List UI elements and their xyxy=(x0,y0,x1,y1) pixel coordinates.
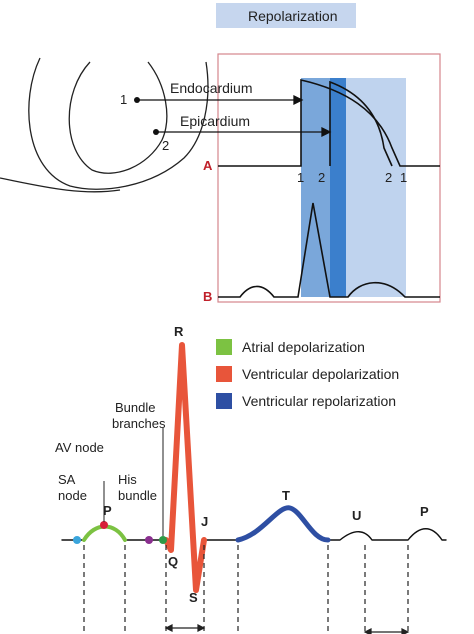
ecg-interval-dashed-lines xyxy=(83,545,409,634)
wave-label-p: P xyxy=(103,503,112,518)
t-wave-segment xyxy=(235,505,331,543)
bundle-branches-label-line2: branches xyxy=(112,416,166,431)
surface-ecg-trace xyxy=(218,202,440,298)
repolarization-legend-label: Repolarization xyxy=(248,8,338,24)
tick-1-right: 1 xyxy=(400,170,407,185)
legend-label-ventricular-depolarization: Ventricular depolarization xyxy=(242,366,399,382)
endocardium-arrow xyxy=(137,94,304,106)
point-2-label: 2 xyxy=(162,138,169,153)
wave-label-q: Q xyxy=(168,554,178,569)
legend-swatch-ventricular-depolarization xyxy=(216,366,232,382)
legend-label-ventricular-repolarization: Ventricular repolarization xyxy=(242,393,396,409)
bundle-branches-label-line1: Bundle xyxy=(115,400,155,415)
label-b: B xyxy=(203,289,212,304)
bottom-interval-arrows xyxy=(164,624,410,634)
his-bundle-label-line1: His xyxy=(118,472,137,487)
epicardium-label: Epicardium xyxy=(180,113,250,129)
his-bundle-label-line2: bundle xyxy=(118,488,157,503)
wave-label-p2: P xyxy=(420,504,429,519)
depolarization-band-dark xyxy=(330,78,346,297)
action-potential-traces xyxy=(218,78,440,167)
wave-label-r: R xyxy=(174,324,184,339)
tick-1-left: 1 xyxy=(297,170,304,185)
repolarization-band-mid xyxy=(301,78,330,297)
repolarization-legend-swatch xyxy=(216,3,356,28)
heart-wall-sketch xyxy=(0,57,209,193)
sa-node-dot xyxy=(73,536,81,544)
sa-node-label-line1: SA xyxy=(58,472,76,487)
av-node-dot xyxy=(100,521,108,529)
qrs-complex xyxy=(163,342,207,593)
wave-label-j: J xyxy=(201,514,208,529)
point-1-label: 1 xyxy=(120,92,127,107)
legend-swatch-ventricular-repolarization xyxy=(216,393,232,409)
label-a: A xyxy=(203,158,213,173)
legend-label-atrial: Atrial depolarization xyxy=(242,339,365,355)
his-bundle-dot xyxy=(145,536,153,544)
tick-2-left: 2 xyxy=(318,170,325,185)
epicardium-action-potential xyxy=(329,80,393,167)
node-leader-lines xyxy=(103,428,164,536)
epicardium-arrow xyxy=(156,126,332,138)
endocardium-label: Endocardium xyxy=(170,80,253,96)
legend-swatch-atrial xyxy=(216,339,232,355)
endocardium-action-potential xyxy=(218,78,440,167)
wave-label-u: U xyxy=(352,508,361,523)
av-node-label: AV node xyxy=(55,440,104,455)
tick-2-right: 2 xyxy=(385,170,392,185)
bundle-branches-dot xyxy=(159,536,167,544)
sa-node-label-line2: node xyxy=(58,488,87,503)
wave-label-t: T xyxy=(282,488,290,503)
wave-label-s: S xyxy=(189,590,198,605)
